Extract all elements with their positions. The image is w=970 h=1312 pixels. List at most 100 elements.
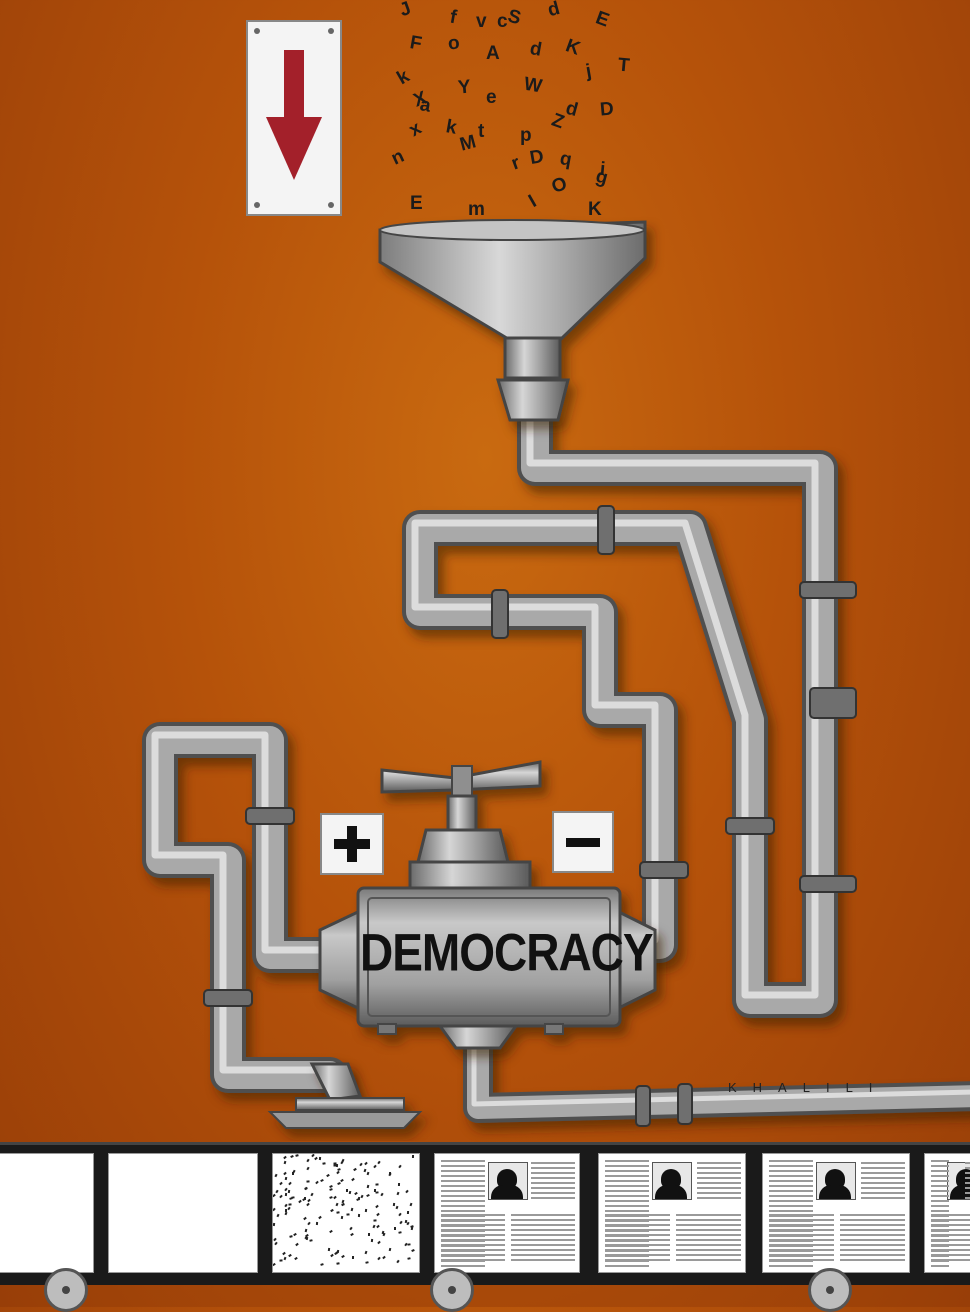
falling-letter: T [617, 54, 631, 77]
letter-speck [348, 1190, 352, 1195]
newspaper-sheet [762, 1153, 910, 1273]
scattered-letters-sheet [272, 1153, 420, 1273]
letter-speck [357, 1213, 361, 1218]
falling-letter: e [486, 87, 497, 108]
pipe-clamps [203, 505, 857, 1127]
letter-speck [377, 1256, 381, 1261]
conveyor-wheel [44, 1268, 88, 1312]
letter-speck [329, 1229, 333, 1234]
letter-speck [295, 1154, 299, 1157]
letter-speck [346, 1213, 350, 1216]
letter-speck [304, 1228, 308, 1233]
newspaper-text-column [605, 1160, 649, 1270]
letter-speck [341, 1254, 345, 1259]
letter-speck [307, 1221, 311, 1226]
newspaper-text-column [861, 1162, 905, 1202]
letter-speck [351, 1177, 355, 1182]
plus-sign [320, 813, 384, 875]
letter-speck [276, 1213, 280, 1218]
falling-letter: E [410, 193, 423, 214]
letter-speck [411, 1248, 415, 1253]
letter-speck [336, 1211, 340, 1214]
letter-speck [349, 1226, 353, 1231]
letter-speck [336, 1170, 340, 1175]
letter-speck [392, 1202, 396, 1207]
letter-speck [288, 1253, 292, 1258]
letter-speck [279, 1181, 283, 1186]
letter-speck [354, 1191, 358, 1196]
newspaper-text-column [441, 1160, 485, 1270]
falling-letter: K [588, 199, 602, 220]
letter-speck [273, 1193, 276, 1198]
letter-speck [407, 1257, 411, 1260]
letter-speck [291, 1196, 295, 1199]
letter-speck [329, 1188, 333, 1191]
letter-speck [284, 1211, 288, 1216]
conveyor-wheel [808, 1268, 852, 1312]
letter-speck [306, 1202, 310, 1207]
letter-speck [327, 1247, 331, 1252]
pipe-left-loop [142, 722, 348, 1093]
newspaper-text-column [697, 1162, 741, 1202]
letter-speck [377, 1160, 381, 1165]
letter-speck [398, 1164, 402, 1169]
letter-speck [330, 1253, 334, 1258]
letter-speck [376, 1212, 380, 1217]
letter-speck [394, 1227, 396, 1230]
conveyor-wheel [430, 1268, 474, 1312]
letter-speck [372, 1224, 376, 1229]
pipe-network [142, 402, 970, 1123]
nozzle [267, 1062, 423, 1129]
falling-letter: c [497, 11, 508, 32]
artist-signature: KHALILI [728, 1080, 889, 1095]
newspaper-photo [652, 1162, 692, 1200]
minus-icon [566, 838, 600, 847]
blank-sheet [108, 1153, 258, 1273]
minus-sign [552, 811, 614, 873]
falling-letter: Y [457, 76, 472, 99]
letter-speck [406, 1210, 410, 1215]
letter-speck [315, 1180, 319, 1185]
falling-letter: W [522, 73, 544, 98]
falling-letter: m [468, 199, 485, 220]
letter-speck [303, 1196, 307, 1201]
letter-speck [320, 1178, 324, 1183]
letter-speck [318, 1156, 322, 1161]
down-arrow-sign [246, 20, 342, 216]
letter-speck [318, 1215, 322, 1220]
letter-speck [350, 1207, 354, 1212]
letter-speck [340, 1215, 344, 1220]
letter-speck [388, 1247, 392, 1252]
newspaper-photo [488, 1162, 528, 1200]
letter-speck [284, 1192, 288, 1197]
letter-speck [340, 1178, 344, 1183]
letter-speck [333, 1164, 337, 1167]
letter-speck [288, 1203, 292, 1206]
falling-letter: A [486, 43, 500, 64]
letter-speck [274, 1173, 278, 1178]
letter-speck [395, 1205, 399, 1210]
letter-speck [370, 1238, 374, 1243]
democracy-tank [318, 886, 657, 1050]
letter-speck [304, 1186, 308, 1191]
letter-speck [410, 1226, 414, 1231]
letter-speck [337, 1182, 341, 1185]
letter-speck [292, 1169, 296, 1174]
letter-speck [283, 1256, 287, 1261]
letter-speck [284, 1176, 288, 1181]
letter-speck [375, 1204, 379, 1209]
letter-speck [365, 1261, 369, 1264]
letter-speck [360, 1194, 364, 1199]
letter-speck [341, 1202, 345, 1207]
letter-speck [306, 1180, 310, 1183]
letter-speck [329, 1196, 333, 1199]
letter-speck [273, 1207, 276, 1212]
letter-speck [322, 1162, 326, 1165]
letter-speck [405, 1189, 409, 1194]
letter-speck [289, 1235, 293, 1238]
newspaper-text-column [441, 1214, 505, 1264]
letter-speck [411, 1154, 415, 1159]
letter-speck [283, 1160, 287, 1165]
letter-speck [283, 1155, 287, 1160]
